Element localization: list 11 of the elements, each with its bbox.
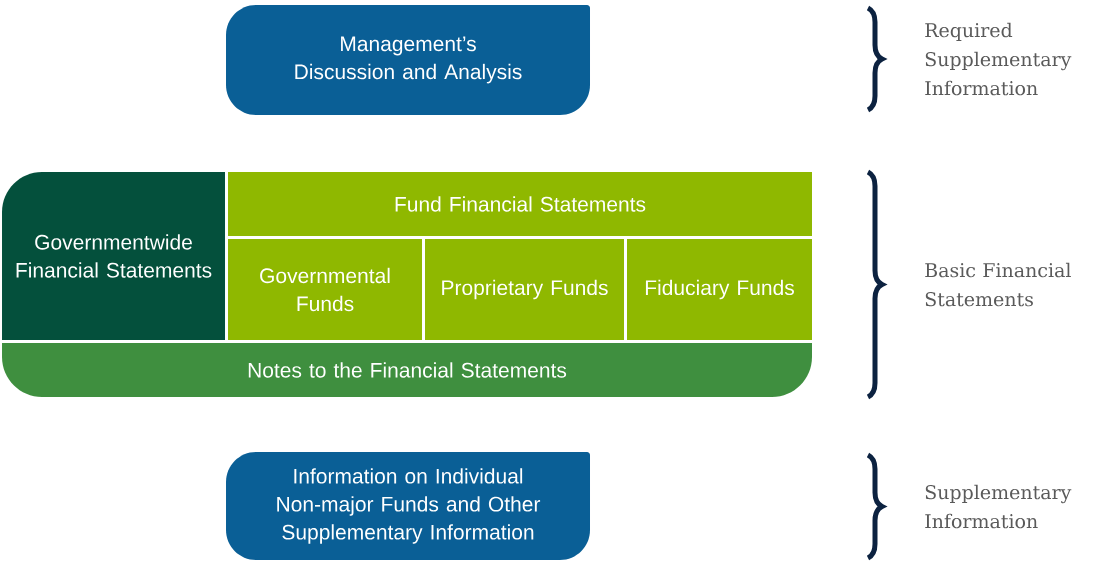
statement-box: Management’s Discussion and Analysis (226, 5, 590, 115)
statement-box: Fund Financial Statements (228, 172, 812, 236)
statement-box: Governmentwide Financial Statements (2, 172, 225, 340)
statement-box: Fiduciary Funds (627, 239, 812, 340)
statement-box: Information on Individual Non-major Funds and Other Supplementary Information (226, 452, 590, 560)
section-label: Required Supplementary Information (925, 22, 1072, 96)
statement-box: Notes to the Financial Statements (2, 343, 812, 397)
section-label: Basic Financial Statements (925, 262, 1071, 307)
section-label: Supplementary Information (925, 484, 1072, 529)
statement-box: Governmental Funds (228, 239, 422, 340)
statement-box: Proprietary Funds (425, 239, 624, 340)
